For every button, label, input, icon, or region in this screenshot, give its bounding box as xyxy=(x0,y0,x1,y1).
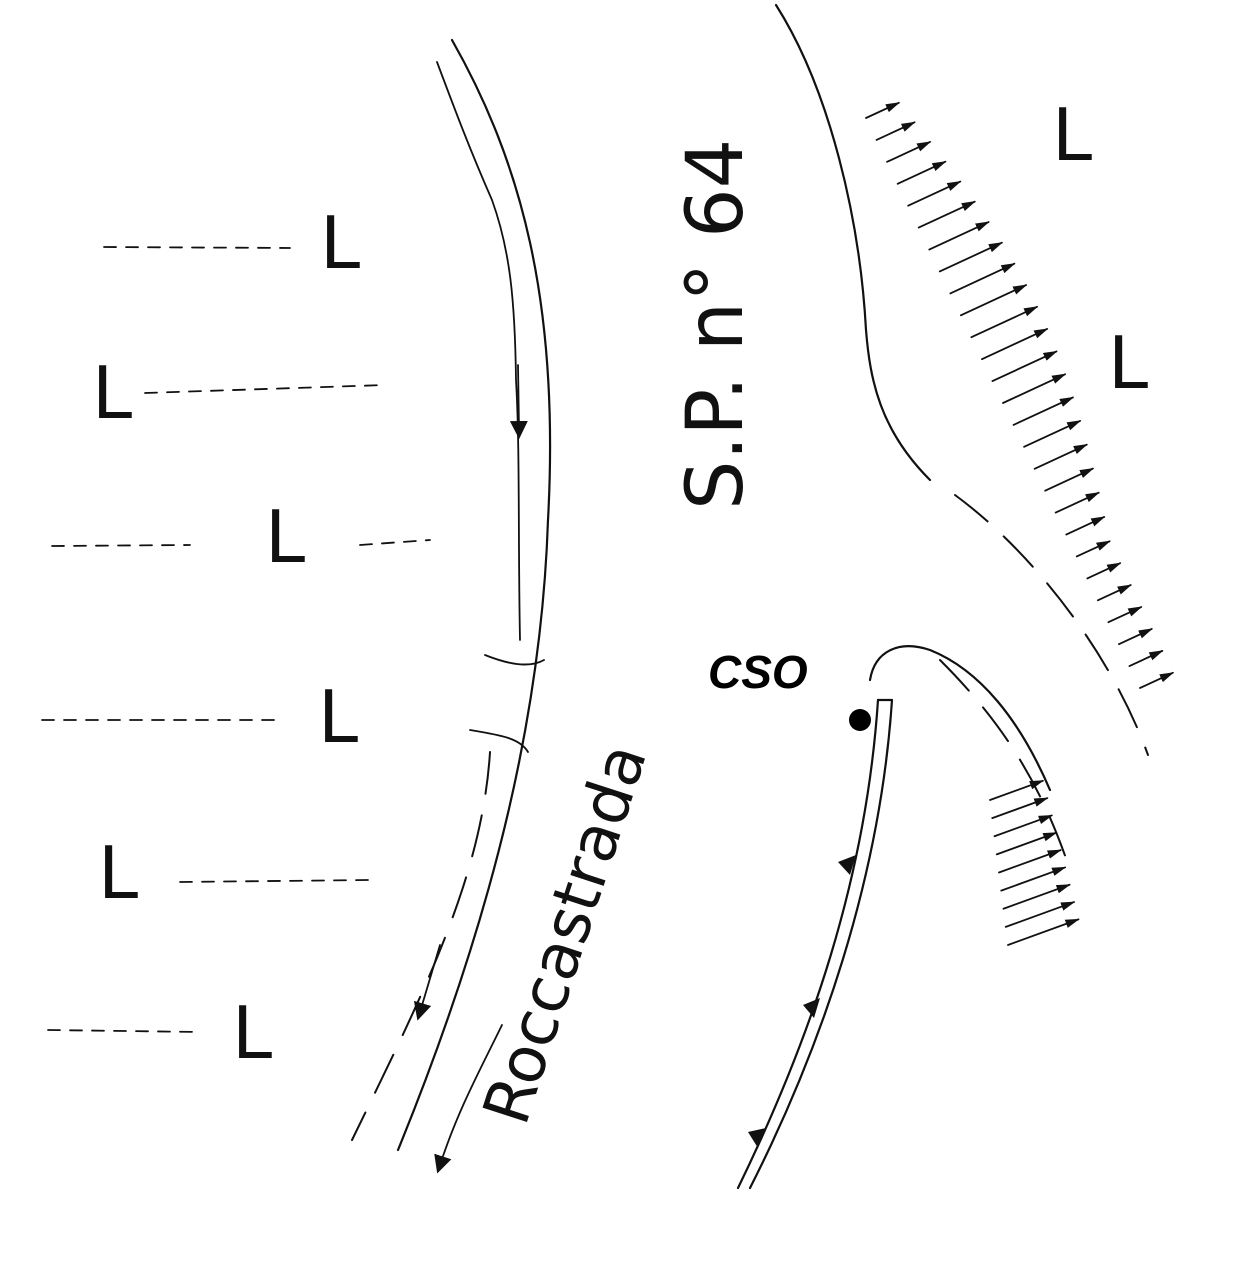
l-symbol: L xyxy=(92,351,132,435)
l-symbol: L xyxy=(1108,321,1148,405)
hatch-mark xyxy=(1007,918,1080,946)
hatch-mark xyxy=(1054,491,1100,514)
hatch-mark xyxy=(989,779,1045,801)
hatch-mark xyxy=(998,849,1062,874)
hatch-mark xyxy=(886,141,932,163)
left-dashed-lines xyxy=(41,246,431,1033)
hatch-mark xyxy=(991,350,1058,382)
l-symbol: L xyxy=(98,831,138,915)
hatch-mark xyxy=(928,221,990,251)
hatch-mark xyxy=(949,262,1016,295)
hatch-mark xyxy=(1023,419,1082,448)
hatch-mark xyxy=(1033,443,1088,470)
hatch-mark xyxy=(938,241,1004,273)
hatch-mark xyxy=(1128,649,1164,667)
hatch-mark xyxy=(959,284,1028,317)
hatch-mark xyxy=(1002,883,1071,910)
hatch-mark xyxy=(970,305,1039,339)
l-symbol: L xyxy=(232,991,272,1075)
hatch-mark xyxy=(1096,584,1132,602)
hatch-mark xyxy=(995,831,1058,856)
cso-point-marker xyxy=(849,709,871,731)
l-symbol: L xyxy=(265,495,305,579)
hatch-mark xyxy=(875,121,916,141)
left-road-edge xyxy=(351,38,552,1174)
hatch-mark xyxy=(1000,866,1067,892)
hatch-mark xyxy=(1012,396,1075,426)
embankment-hatching-lower xyxy=(989,779,1080,946)
hatch-mark xyxy=(1107,606,1143,624)
l-symbol: L xyxy=(318,675,358,759)
hatch-mark xyxy=(1118,628,1154,646)
road-name-label: S.P. n° 64 xyxy=(671,139,761,510)
embankment-hatching-upper xyxy=(865,101,1175,689)
l-symbol: L xyxy=(1052,93,1092,177)
hatch-mark xyxy=(981,328,1049,361)
hatch-mark xyxy=(1086,562,1122,580)
hatch-mark xyxy=(993,814,1054,838)
triangle-marker-3 xyxy=(748,1128,766,1148)
l-symbol: L xyxy=(320,201,360,285)
town-label: Roccastrada xyxy=(470,735,662,1133)
hatch-mark xyxy=(1065,516,1106,536)
hatch-mark xyxy=(1044,467,1095,492)
hatch-mark xyxy=(1139,671,1175,689)
station-label: CSO xyxy=(708,646,808,698)
hatch-mark xyxy=(865,101,901,119)
hatch-mark xyxy=(1004,901,1076,928)
hatch-mark xyxy=(896,160,947,185)
triangle-marker-1 xyxy=(838,855,856,875)
hatch-mark xyxy=(917,200,976,229)
hatch-mark xyxy=(907,180,962,207)
fork-road-edge xyxy=(774,3,1149,871)
hatch-mark xyxy=(1075,540,1111,558)
hatch-mark xyxy=(1002,373,1067,404)
l-symbols: L L L L L L L L xyxy=(92,93,1148,1075)
triangle-marker-2 xyxy=(803,998,820,1018)
hatch-mark xyxy=(991,797,1049,820)
cso-road-edge xyxy=(736,698,894,1190)
